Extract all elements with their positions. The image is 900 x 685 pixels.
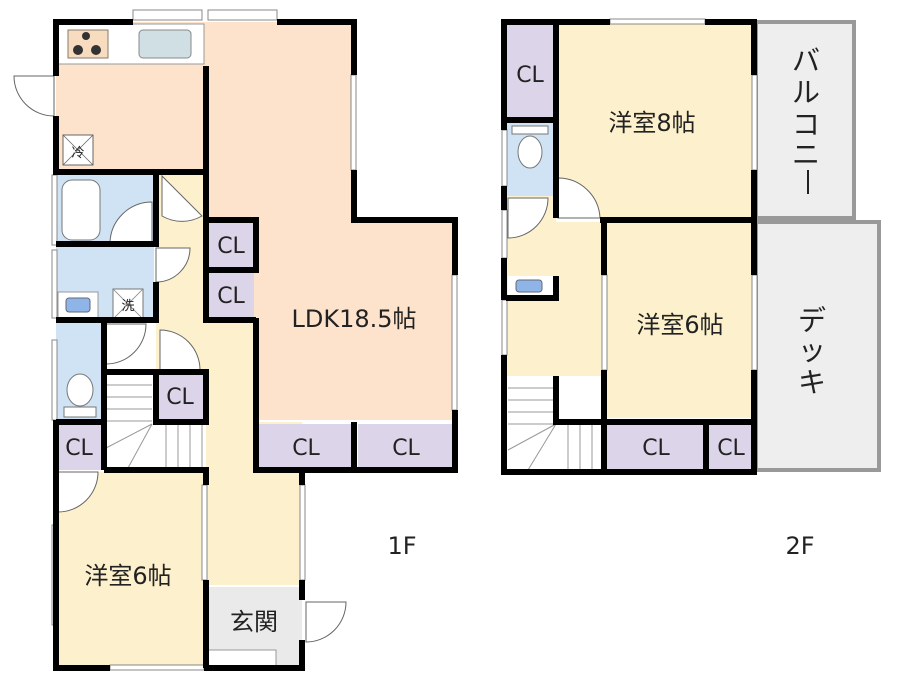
floor-2f: CL CL CL 洋室8帖 洋室6帖 バ ル コ ニ デ ッ キ 2F	[501, 18, 881, 560]
closet-1f-6-label: CL	[392, 436, 420, 461]
bedroom-8-label: 洋室8帖	[608, 109, 695, 137]
balcony-label: バ ル コ ニ	[792, 44, 820, 194]
basin-icon	[65, 297, 91, 313]
closet-2f-2[interactable]	[606, 424, 704, 470]
washer-icon: 洗	[112, 288, 144, 320]
closet-1f-5[interactable]	[258, 424, 354, 470]
bedroom-6-2f	[606, 222, 754, 418]
closet-2f-3[interactable]	[708, 424, 754, 470]
fridge-label: 冷	[71, 146, 84, 161]
deck-label: デ ッ キ	[798, 304, 826, 399]
shoe-box	[207, 649, 277, 667]
toilet-icon	[63, 373, 97, 418]
balcony-area	[754, 20, 856, 220]
walls-1f	[53, 19, 458, 671]
balcony-char-ni: ニ	[792, 138, 820, 171]
bedroom-1f-label: 洋室6帖	[84, 562, 171, 590]
stove-icon	[67, 29, 109, 59]
closet-1f-1[interactable]	[208, 222, 254, 268]
svg-text:ル: ル	[792, 76, 820, 109]
closet-1f-2-label: CL	[217, 284, 245, 309]
closet-1f-3[interactable]	[156, 372, 204, 420]
hallway-2f	[506, 190, 604, 420]
closet-1f-6[interactable]	[358, 424, 454, 470]
closet-2f-2-label: CL	[642, 436, 670, 461]
closet-2f-3-label: CL	[717, 436, 745, 461]
doors-2f	[507, 177, 601, 239]
entrance-label: 玄関	[230, 608, 278, 636]
closet-2f-1[interactable]	[506, 22, 554, 118]
fridge-icon: 冷	[62, 134, 94, 166]
svg-text:キ: キ	[798, 366, 826, 399]
closet-1f-2[interactable]	[208, 272, 254, 318]
basin-2f-icon	[515, 279, 543, 293]
closet-1f-1-label: CL	[217, 234, 245, 259]
sink-icon	[138, 29, 192, 59]
closet-1f-3-label: CL	[166, 385, 194, 410]
closet-1f-4-label: CL	[65, 436, 93, 461]
bedroom-6-2f-label: 洋室6帖	[636, 311, 723, 339]
bathtub-icon	[61, 179, 101, 241]
svg-text:デ: デ	[798, 304, 826, 337]
walls-2f	[501, 19, 757, 475]
closet-2f-1-label: CL	[516, 63, 544, 88]
toilet-2f-icon	[511, 125, 549, 169]
floor-2f-label: 2F	[785, 532, 814, 560]
washer-label: 洗	[121, 299, 134, 314]
floor-1f-label: 1F	[387, 532, 416, 560]
closet-1f-4[interactable]	[56, 424, 102, 470]
svg-text:コ: コ	[792, 108, 820, 141]
svg-text:ッ: ッ	[798, 334, 826, 367]
doors-1f	[13, 75, 347, 643]
closet-group-1f	[56, 222, 454, 470]
floor-1f: 冷 洗	[13, 9, 458, 671]
closet-1f-5-label: CL	[292, 436, 320, 461]
svg-text:バ: バ	[792, 44, 820, 77]
ldk-label: LDK18.5帖	[291, 305, 416, 333]
bedroom-8	[556, 22, 754, 218]
